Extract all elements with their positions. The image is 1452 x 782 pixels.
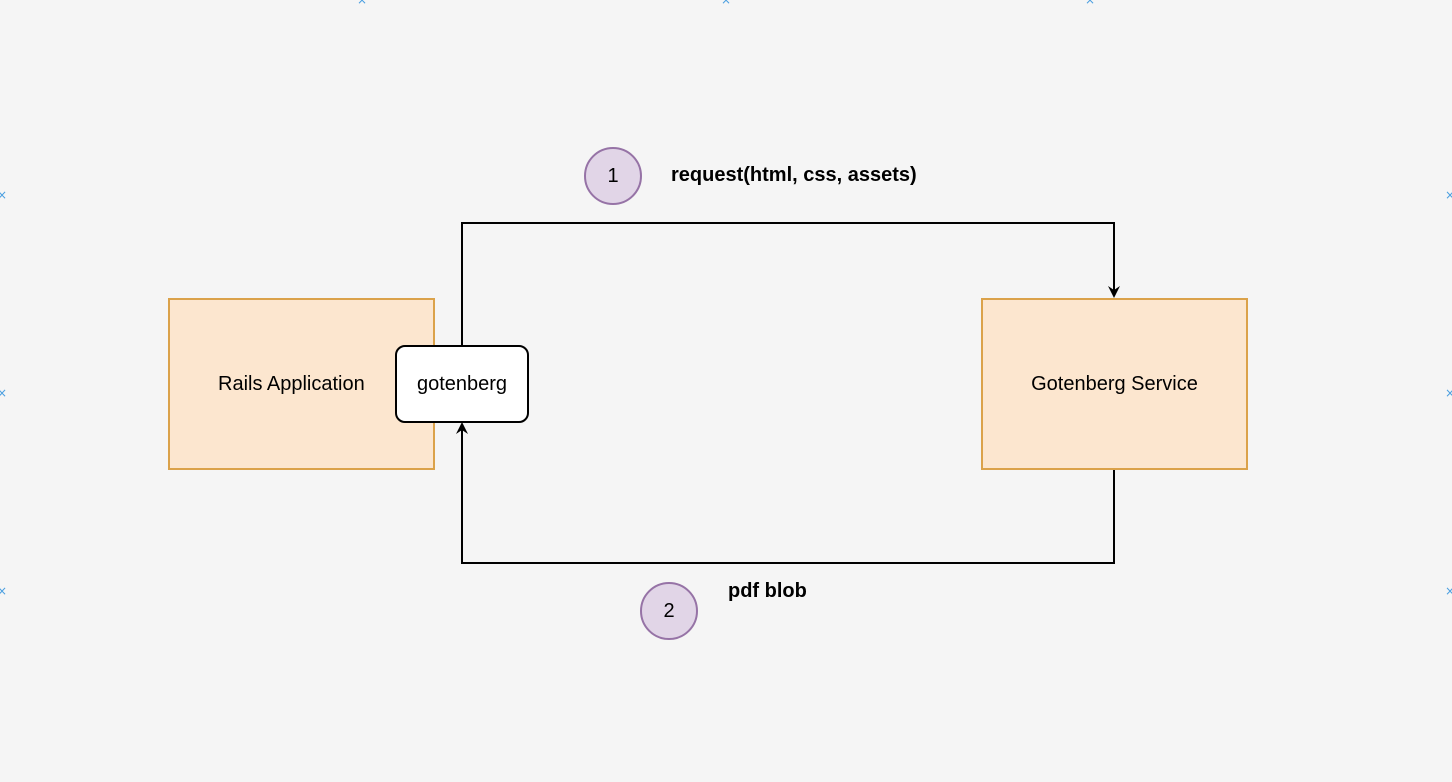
guide-handle-icon[interactable]: ×: [1445, 386, 1452, 400]
rails-application-node[interactable]: Rails Application: [168, 298, 435, 470]
request-edge-label[interactable]: request(html, css, assets): [671, 164, 917, 186]
guide-handle-icon[interactable]: ×: [1445, 584, 1452, 598]
gotenberg-service-label: Gotenberg Service: [1031, 372, 1198, 395]
step-2-number: 2: [663, 599, 675, 622]
gotenberg-client-node[interactable]: gotenberg: [395, 345, 529, 423]
guide-handle-icon[interactable]: ×: [0, 188, 8, 202]
response-edge-label[interactable]: pdf blob: [728, 580, 807, 602]
guide-handle-icon[interactable]: ×: [357, 0, 368, 7]
guide-handle-icon[interactable]: ×: [0, 386, 8, 400]
gotenberg-service-node[interactable]: Gotenberg Service: [981, 298, 1248, 470]
step-2-badge[interactable]: 2: [640, 582, 698, 640]
guide-handle-icon[interactable]: ×: [0, 584, 8, 598]
response-edge[interactable]: [456, 422, 1115, 564]
guide-handle-icon[interactable]: ×: [1445, 188, 1452, 202]
gotenberg-client-label: gotenberg: [416, 372, 508, 395]
step-1-number: 1: [607, 164, 619, 187]
step-1-badge[interactable]: 1: [584, 147, 642, 205]
request-edge[interactable]: [461, 222, 1120, 345]
guide-handle-icon[interactable]: ×: [1085, 0, 1096, 7]
guide-handle-icon[interactable]: ×: [721, 0, 732, 7]
rails-application-label: Rails Application: [218, 372, 365, 395]
